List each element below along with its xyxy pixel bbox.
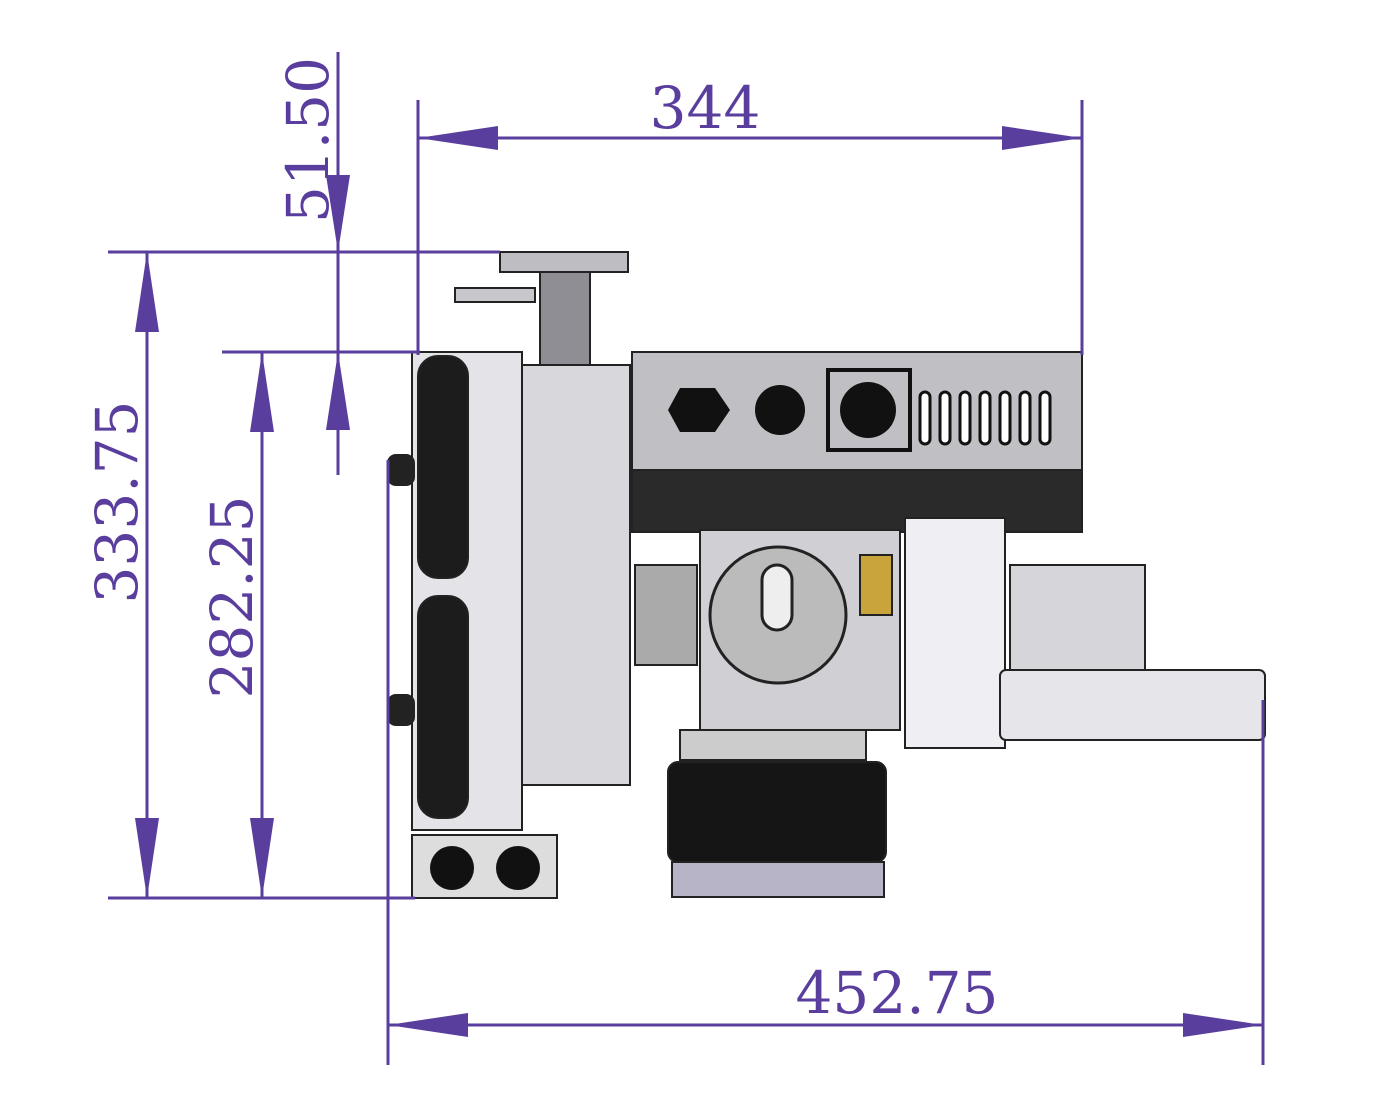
base-plate (671, 861, 885, 898)
motor-flange (679, 729, 867, 761)
dimension-label-51-50: 51.50 (274, 57, 342, 223)
dimension-282-25: 282.25 (198, 350, 420, 898)
horizontal-pipe (999, 669, 1266, 741)
vent-slots (918, 390, 1052, 446)
vertical-shaft (539, 271, 591, 368)
box-base (631, 469, 1083, 533)
cable-gland-2 (755, 385, 805, 435)
bottom-gland-1 (430, 846, 474, 890)
dimension-label-333-75: 333.75 (83, 401, 151, 604)
connector (840, 382, 896, 438)
cable-gland-1 (668, 388, 730, 432)
machine-assembly (387, 251, 1266, 899)
brass-fitting (859, 554, 893, 616)
side-bracket (521, 364, 631, 786)
cap-handle (760, 563, 794, 632)
fan-upper (417, 355, 469, 579)
knob-upper (387, 454, 415, 486)
dimension-333-75: 333.75 (83, 250, 500, 900)
dimension-label-344: 344 (650, 74, 761, 142)
nozzle-cone (1009, 564, 1146, 671)
dimension-label-282-25: 282.25 (198, 496, 266, 699)
bottom-gland-2 (496, 846, 540, 890)
bottom-motor (667, 761, 887, 863)
knob-lower (387, 694, 415, 726)
dimension-label-452-75: 452.75 (796, 959, 999, 1027)
top-flange (499, 251, 629, 273)
dimension-452-75: 452.75 (386, 460, 1265, 1065)
vertical-pipe (904, 517, 1006, 749)
side-rod (454, 287, 536, 303)
dimension-344: 344 (416, 74, 1084, 355)
connector-frame (826, 368, 912, 452)
dimension-51-50: 51.50 (274, 52, 350, 475)
fan-lower (417, 595, 469, 819)
side-block (634, 564, 698, 666)
